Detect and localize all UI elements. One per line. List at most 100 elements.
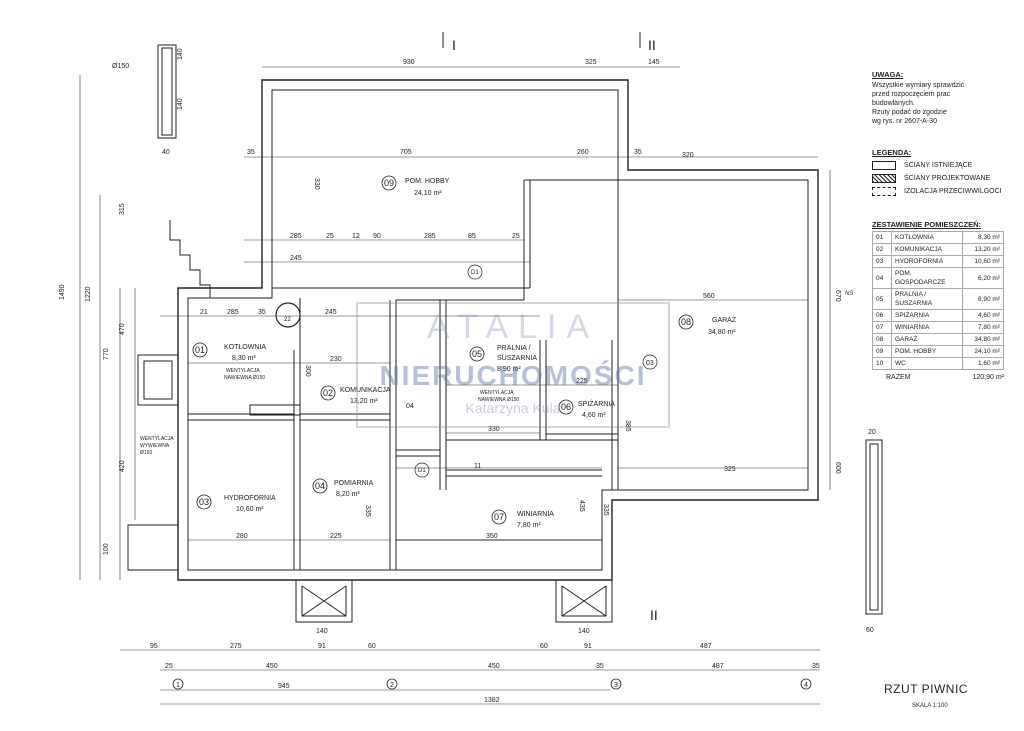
dim-330: 330: [313, 178, 320, 190]
room-02: 02 KOMUNIKACJA 13,20 m²: [320, 385, 391, 405]
svg-text:KOMUNIKACJA: KOMUNIKACJA: [340, 387, 391, 394]
axis-label: 1: [176, 682, 180, 689]
wall-mark: 11: [474, 463, 481, 470]
bottom-dim: 275: [230, 643, 242, 650]
wall-mark: 03: [646, 360, 654, 367]
svg-text:08: 08: [681, 317, 691, 327]
axis-label: 2: [390, 682, 394, 689]
dim-35: 35: [258, 309, 266, 316]
room-06: 06 SPIŻARNIA 4,60 m²: [558, 399, 615, 419]
svg-text:SPIŻARNIA: SPIŻARNIA: [578, 399, 615, 408]
dim-245: 245: [290, 255, 302, 262]
bottom-dim-1382: 1382: [484, 697, 500, 704]
dim-325: 325: [724, 466, 736, 473]
note-ventilation: WYWIEWNA: [140, 443, 170, 449]
wall-mark: 22: [284, 317, 291, 323]
info-panel: UWAGA: Wszystkie wymiary sprawdzić przed…: [872, 70, 1012, 382]
dim-670: 670: [834, 290, 841, 302]
dim-330: 330: [488, 426, 500, 433]
note-ventilation: NAWIEWNA Ø150: [224, 375, 265, 381]
bottom-dim: 91: [584, 643, 592, 650]
bottom-dim: 60: [540, 643, 548, 650]
note-ventilation: WENTYLACJA: [480, 390, 514, 396]
bottom-dim: 35: [812, 663, 820, 670]
dim-25: 25: [326, 233, 334, 240]
legend-item: IZOLACJA PRZECIWWILGOCI: [872, 187, 1012, 196]
walls: [127, 44, 883, 623]
dim-285: 285: [227, 309, 239, 316]
svg-text:05: 05: [472, 349, 482, 359]
axis-label: 4: [804, 682, 808, 689]
door-label: D1: [418, 468, 426, 474]
dim-470: 470: [119, 323, 126, 335]
svg-text:24,10 m²: 24,10 m²: [414, 190, 442, 197]
bottom-dim: 35: [596, 663, 604, 670]
svg-text:SUSZARNIA: SUSZARNIA: [497, 355, 537, 362]
dim-770: 770: [103, 348, 110, 360]
axis-marker: [610, 678, 622, 690]
dim-315: 315: [119, 203, 126, 215]
dim-325: 325: [585, 59, 597, 66]
dim-100: 100: [103, 543, 110, 555]
dim-225: 225: [330, 533, 342, 540]
legend-label: ŚCIANY ISTNIEJĄCE: [904, 162, 973, 169]
svg-text:4,60 m²: 4,60 m²: [582, 412, 606, 419]
bottom-dim: 25: [165, 663, 173, 670]
wall-mark-circle: [642, 354, 658, 370]
axis-marker: [386, 678, 398, 690]
section-mark-ii-bottom: II: [650, 607, 658, 623]
dim-20: 20: [868, 429, 876, 436]
svg-text:8,90 m²: 8,90 m²: [497, 366, 521, 373]
uwaga-header: UWAGA:: [872, 70, 904, 79]
note-ventilation: WENTYLACJA: [140, 436, 174, 442]
dim-280: 280: [236, 533, 248, 540]
dimension-lines: [79, 66, 831, 705]
room-09: 09 POM. HOBBY 24,10 m²: [381, 175, 450, 197]
dim-420: 420: [119, 460, 126, 472]
dim-285: 285: [290, 233, 302, 240]
bottom-dim-945: 945: [278, 683, 290, 690]
dim-145: 145: [648, 59, 660, 66]
dim-285: 285: [424, 233, 436, 240]
bottom-dim: 450: [266, 663, 278, 670]
svg-text:POM. HOBBY: POM. HOBBY: [405, 178, 450, 185]
dim-140: 140: [177, 98, 184, 110]
dim-35: 35: [634, 149, 642, 156]
total-label: RAZEM: [886, 374, 911, 381]
svg-text:13,20 m²: 13,20 m²: [350, 398, 378, 405]
bottom-dim: 91: [318, 643, 326, 650]
dim-40: 40: [162, 149, 170, 156]
svg-text:KOTŁOWNIA: KOTŁOWNIA: [224, 344, 266, 351]
zestawienie-header: ZESTAWIENIE POMIESZCZEŃ:: [872, 220, 982, 229]
note-ventilation: Ø150: [140, 450, 152, 456]
total-value: 120,90 m²: [972, 374, 1004, 381]
svg-text:GARAŻ: GARAŻ: [712, 315, 737, 324]
watermark-line3: Katarzyna Kula: [465, 400, 561, 416]
svg-text:09: 09: [384, 178, 394, 188]
note-ventilation: WENTYLACJA: [226, 368, 260, 374]
svg-text:WINIARNIA: WINIARNIA: [517, 511, 554, 518]
dim-560: 560: [703, 293, 715, 300]
dim-25: 25: [512, 233, 520, 240]
note-ventilation: NAWIEWNA Ø150: [478, 397, 519, 403]
legend-swatch-projected: [872, 174, 896, 183]
dim-12: 12: [352, 233, 360, 240]
section-mark-ns: NS: [845, 291, 853, 297]
dim-385: 385: [624, 420, 631, 432]
legend-swatch-insulation: [872, 187, 896, 196]
dim-335: 335: [602, 504, 609, 516]
dim-90: 90: [373, 233, 381, 240]
dim-230: 230: [330, 356, 342, 363]
bottom-dim: 487: [712, 663, 724, 670]
bottom-dim: 60: [368, 643, 376, 650]
legend-item: ŚCIANY PROJEKTOWANE: [872, 174, 1012, 183]
bottom-dim: 487: [700, 643, 712, 650]
